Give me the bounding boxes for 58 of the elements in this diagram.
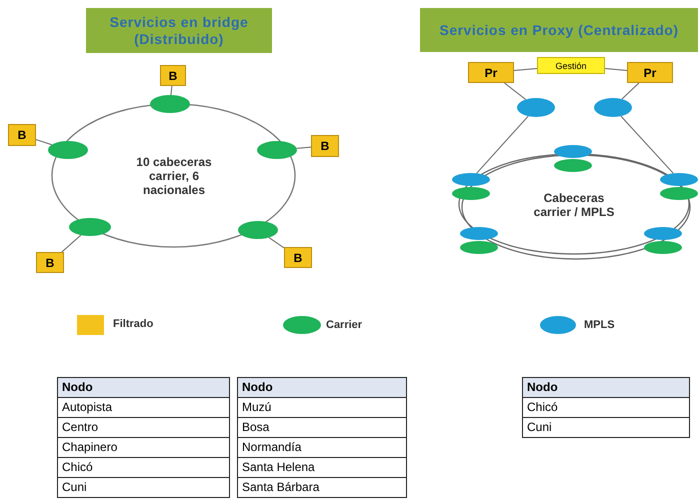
ring-label: 10 cabeceras carrier, 6 nacionales [125,153,223,199]
table-cell: Centro [58,418,230,438]
table-cell: Normandía [238,438,406,458]
carrier-node [69,218,111,236]
carrier-node [238,221,278,239]
carrier-node [257,141,297,159]
table-cell: Cuni [58,478,230,498]
mpls-node [660,173,698,186]
filter-box: B [160,65,186,86]
filter-box: Pr [468,62,514,83]
title-banner: Servicios en bridge (Distribuido) [86,8,272,53]
table-cell: Santa Bárbara [238,478,406,498]
filter-box: B [311,135,339,157]
filter-box: B [284,247,312,268]
mpls-node [594,98,632,117]
mpls-node [554,145,592,158]
carrier-node [48,141,88,159]
connector-line [268,237,284,248]
connector-line [36,139,52,146]
mpls-node [452,173,490,186]
table-cell: Chicó [58,458,230,478]
carrier-node [452,187,490,200]
carrier-node [644,241,682,254]
carrier-node [150,95,190,113]
carrier-node [660,187,698,200]
table-cell: Santa Helena [238,458,406,478]
table-header: Nodo [238,378,406,398]
filter-box: Pr [627,62,673,83]
connector-line [61,234,82,252]
table-cell: Autopista [58,398,230,418]
table-cell: Chapinero [58,438,230,458]
title-banner: Servicios en Proxy (Centralizado) [420,8,698,52]
management-box: Gestión [537,57,605,74]
mpls-node [517,98,555,117]
table-cell: Chicó [522,398,690,418]
table-cell: Bosa [238,418,406,438]
table-header: Nodo [58,378,230,398]
carrier-node [460,241,498,254]
carrier-node [554,159,592,172]
table-cell: Cuni [522,418,690,438]
connector-line [296,146,312,149]
ring-label: Cabeceras carrier / MPLS [524,188,624,222]
connector-line [620,116,674,174]
connector-line [514,68,538,71]
filter-box: B [36,252,64,273]
mpls-node [644,227,682,240]
connector-line [604,68,628,71]
mpls-node [460,227,498,240]
connector-line [170,86,172,96]
table-cell: Muzú [238,398,406,418]
connector-line [621,82,640,100]
connector-line [504,82,526,100]
filter-box: B [8,124,36,146]
connector-line [476,116,529,174]
legend-label: MPLS [584,319,615,331]
legend-label: Carrier [326,319,362,331]
legend-label: Filtrado [113,318,154,330]
table-header: Nodo [522,378,690,398]
